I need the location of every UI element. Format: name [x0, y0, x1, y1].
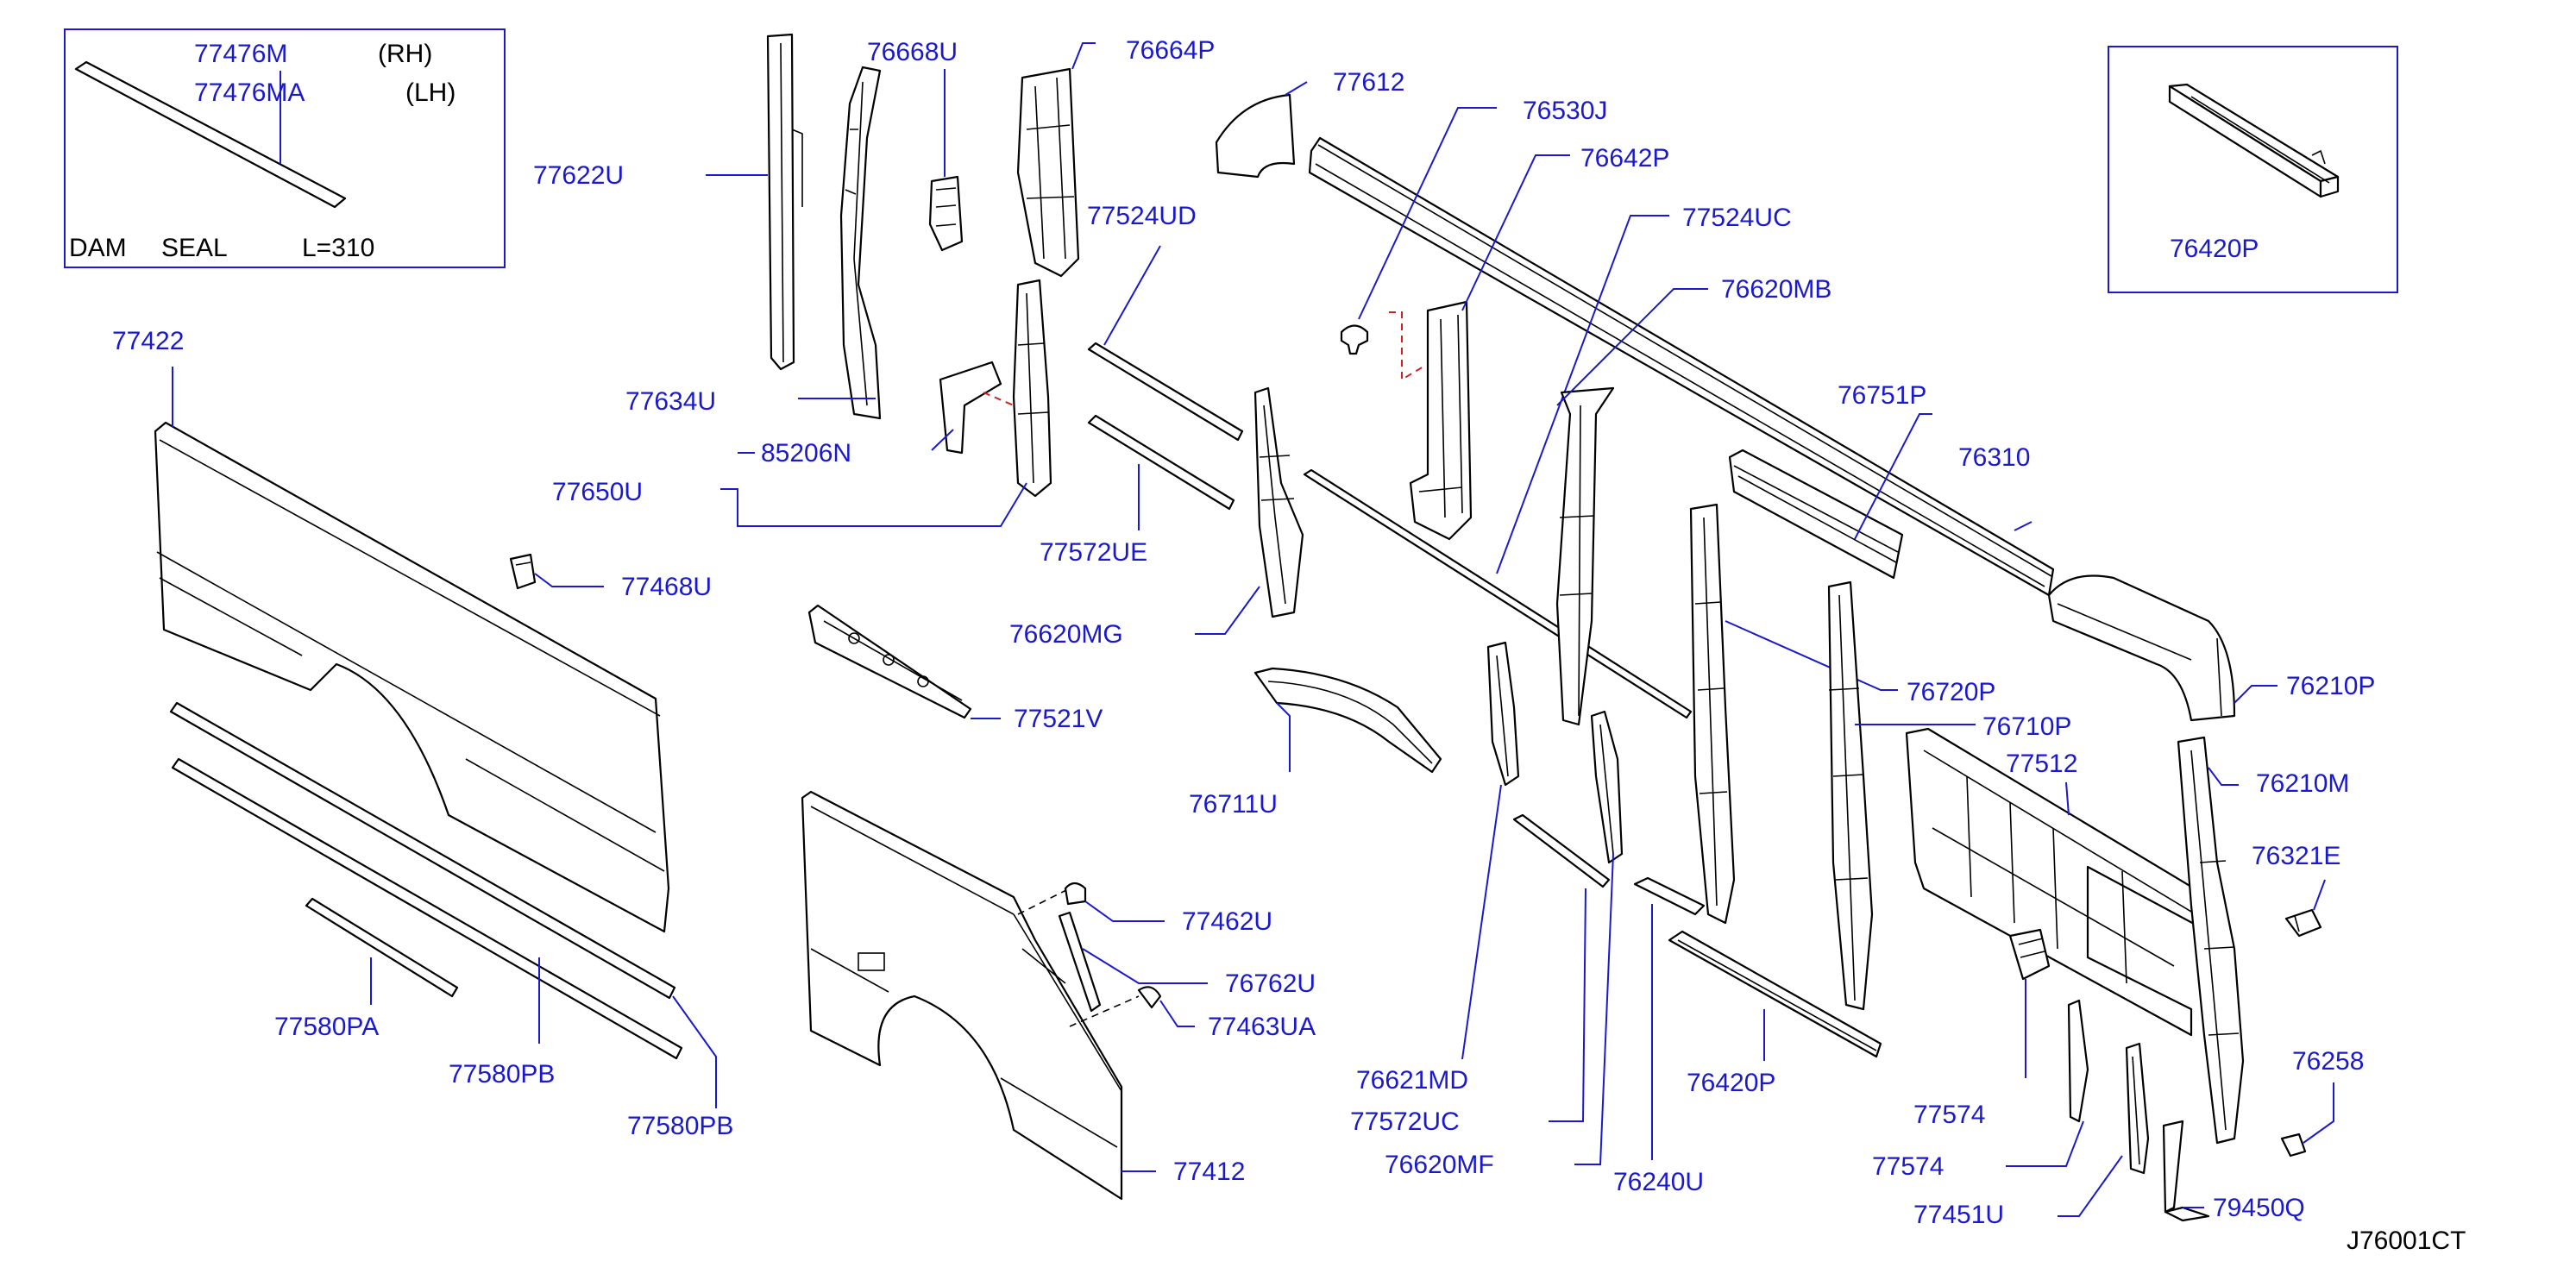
label-76420P-inset: 76420P: [2170, 235, 2259, 263]
label-77512: 77512: [2006, 750, 2077, 778]
label-77524UD: 77524UD: [1087, 202, 1197, 230]
part-76420P: 76420P: [1668, 930, 1882, 1097]
label-76620MF: 76620MF: [1385, 1151, 1494, 1179]
label-lh: (LH): [405, 78, 456, 107]
part-76620MB: 76620MB: [1555, 275, 1831, 726]
part-76620MG: 76620MG: [1009, 386, 1304, 649]
label-77463UA: 77463UA: [1208, 1013, 1316, 1041]
label-76711U: 76711U: [1189, 790, 1278, 819]
part-76530J: 76530J: [1340, 97, 1607, 381]
part-79450Q: 79450Q: [2162, 1120, 2305, 1222]
label-76210M: 76210M: [2256, 769, 2349, 798]
label-77476M: 77476M: [194, 40, 287, 68]
part-77622U: 77622U: [533, 33, 803, 371]
part-76321E: 76321E: [2252, 842, 2340, 938]
label-76420P: 76420P: [1687, 1069, 1775, 1097]
part-76210M: 76210M: [2177, 736, 2349, 1145]
label-77574-a: 77574: [1913, 1101, 1985, 1129]
diagram-id: J76001CT: [2347, 1227, 2466, 1255]
caption-seal: SEAL: [161, 234, 228, 262]
part-76668U: 76668U: [867, 38, 964, 252]
part-77580PA: 77580PA: [274, 897, 459, 1041]
label-76620MG: 76620MG: [1009, 620, 1123, 649]
part-77572UC: 77572UC: [1350, 813, 1611, 1136]
label-rh: (RH): [378, 40, 432, 68]
label-77468U: 77468U: [621, 573, 712, 601]
label-76762U: 76762U: [1225, 969, 1316, 998]
part-77462U: 77462U: [1064, 882, 1272, 936]
label-77412: 77412: [1173, 1158, 1245, 1186]
label-76530J: 76530J: [1523, 97, 1607, 125]
label-77634U: 77634U: [625, 387, 716, 416]
part-77412: 77412: [801, 790, 1245, 1201]
label-76710P: 76710P: [1982, 712, 2071, 741]
part-77650U: 77650U: [552, 279, 1052, 527]
part-85206N: 85206N: [761, 361, 1015, 467]
part-77634U: 77634U: [625, 66, 882, 420]
label-79450Q: 79450Q: [2213, 1194, 2305, 1222]
part-77468U: 77468U: [509, 553, 712, 601]
label-76620MB: 76620MB: [1721, 275, 1831, 304]
label-76720P: 76720P: [1907, 678, 1995, 706]
label-76621MD: 76621MD: [1356, 1066, 1468, 1095]
label-76240U: 76240U: [1613, 1168, 1704, 1196]
part-77580PB: 77580PB 77580PB: [169, 701, 733, 1140]
label-76258: 76258: [2292, 1047, 2364, 1076]
part-76711U: 76711U: [1189, 667, 1442, 819]
label-77650U: 77650U: [552, 478, 643, 506]
caption-length: L=310: [302, 234, 374, 262]
part-77463UA: 77463UA: [1137, 986, 1316, 1041]
label-77422: 77422: [112, 327, 184, 355]
part-76664P: 76664P: [1016, 36, 1215, 278]
label-76321E: 76321E: [2252, 842, 2340, 870]
label-77580PB-a: 77580PB: [449, 1060, 555, 1089]
part-76258: 76258: [2280, 1047, 2364, 1158]
part-77612: 77612: [1215, 68, 1404, 179]
label-76668U: 76668U: [867, 38, 958, 66]
part-77451U: 77451U: [1913, 1042, 2150, 1229]
label-77572UE: 77572UE: [1040, 538, 1147, 567]
label-77622U: 77622U: [533, 161, 624, 190]
part-76720P: 76720P: [1689, 503, 1995, 925]
part-77572UE: 77572UE: [1040, 464, 1147, 567]
label-77580PB-b: 77580PB: [627, 1112, 733, 1140]
label-76310: 76310: [1958, 443, 2030, 472]
label-77572UC: 77572UC: [1350, 1107, 1460, 1136]
label-85206N: 85206N: [761, 439, 851, 467]
part-76642P: 76642P: [1409, 144, 1669, 541]
label-77451U: 77451U: [1913, 1201, 2004, 1229]
part-77524UC: 77524UC: [1496, 204, 1792, 574]
label-77521V: 77521V: [1014, 705, 1103, 733]
label-77612: 77612: [1333, 68, 1404, 97]
part-76751P: 76751P: [1728, 381, 1932, 580]
part-77524UD: 77524UD: [1087, 202, 1693, 719]
part-77574: 77574 77574: [1872, 928, 2089, 1181]
label-77476MA: 77476MA: [194, 78, 305, 107]
label-77580PA: 77580PA: [274, 1013, 379, 1041]
label-76642P: 76642P: [1580, 144, 1669, 173]
label-76664P: 76664P: [1126, 36, 1215, 65]
part-77521V: 77521V: [807, 604, 1103, 733]
part-77422: 77422: [112, 327, 670, 933]
label-76751P: 76751P: [1838, 381, 1926, 410]
inset-dam-seal: 77476M (RH) 77476MA (LH) DAM SEAL L=310: [64, 28, 506, 268]
part-76240U: 76240U: [1613, 876, 1706, 1196]
label-77462U: 77462U: [1182, 907, 1272, 936]
label-77574-b: 77574: [1872, 1152, 1944, 1181]
label-77524UC: 77524UC: [1682, 204, 1792, 232]
part-76210P: 76210P: [2047, 574, 2375, 722]
part-76621MD: 76621MD: [1356, 641, 1520, 1095]
part-76620MF: 76620MF: [1385, 710, 1624, 1179]
caption-dam: DAM: [69, 234, 127, 262]
inset-76420P: 76420P: [2108, 46, 2398, 293]
part-77512: 77512: [1905, 727, 2210, 1037]
label-76210P: 76210P: [2286, 672, 2375, 700]
part-76310: 76310: [1308, 136, 2055, 597]
part-76710P: 76710P: [1827, 580, 2071, 1011]
part-76762U: 76762U: [1058, 911, 1316, 1013]
